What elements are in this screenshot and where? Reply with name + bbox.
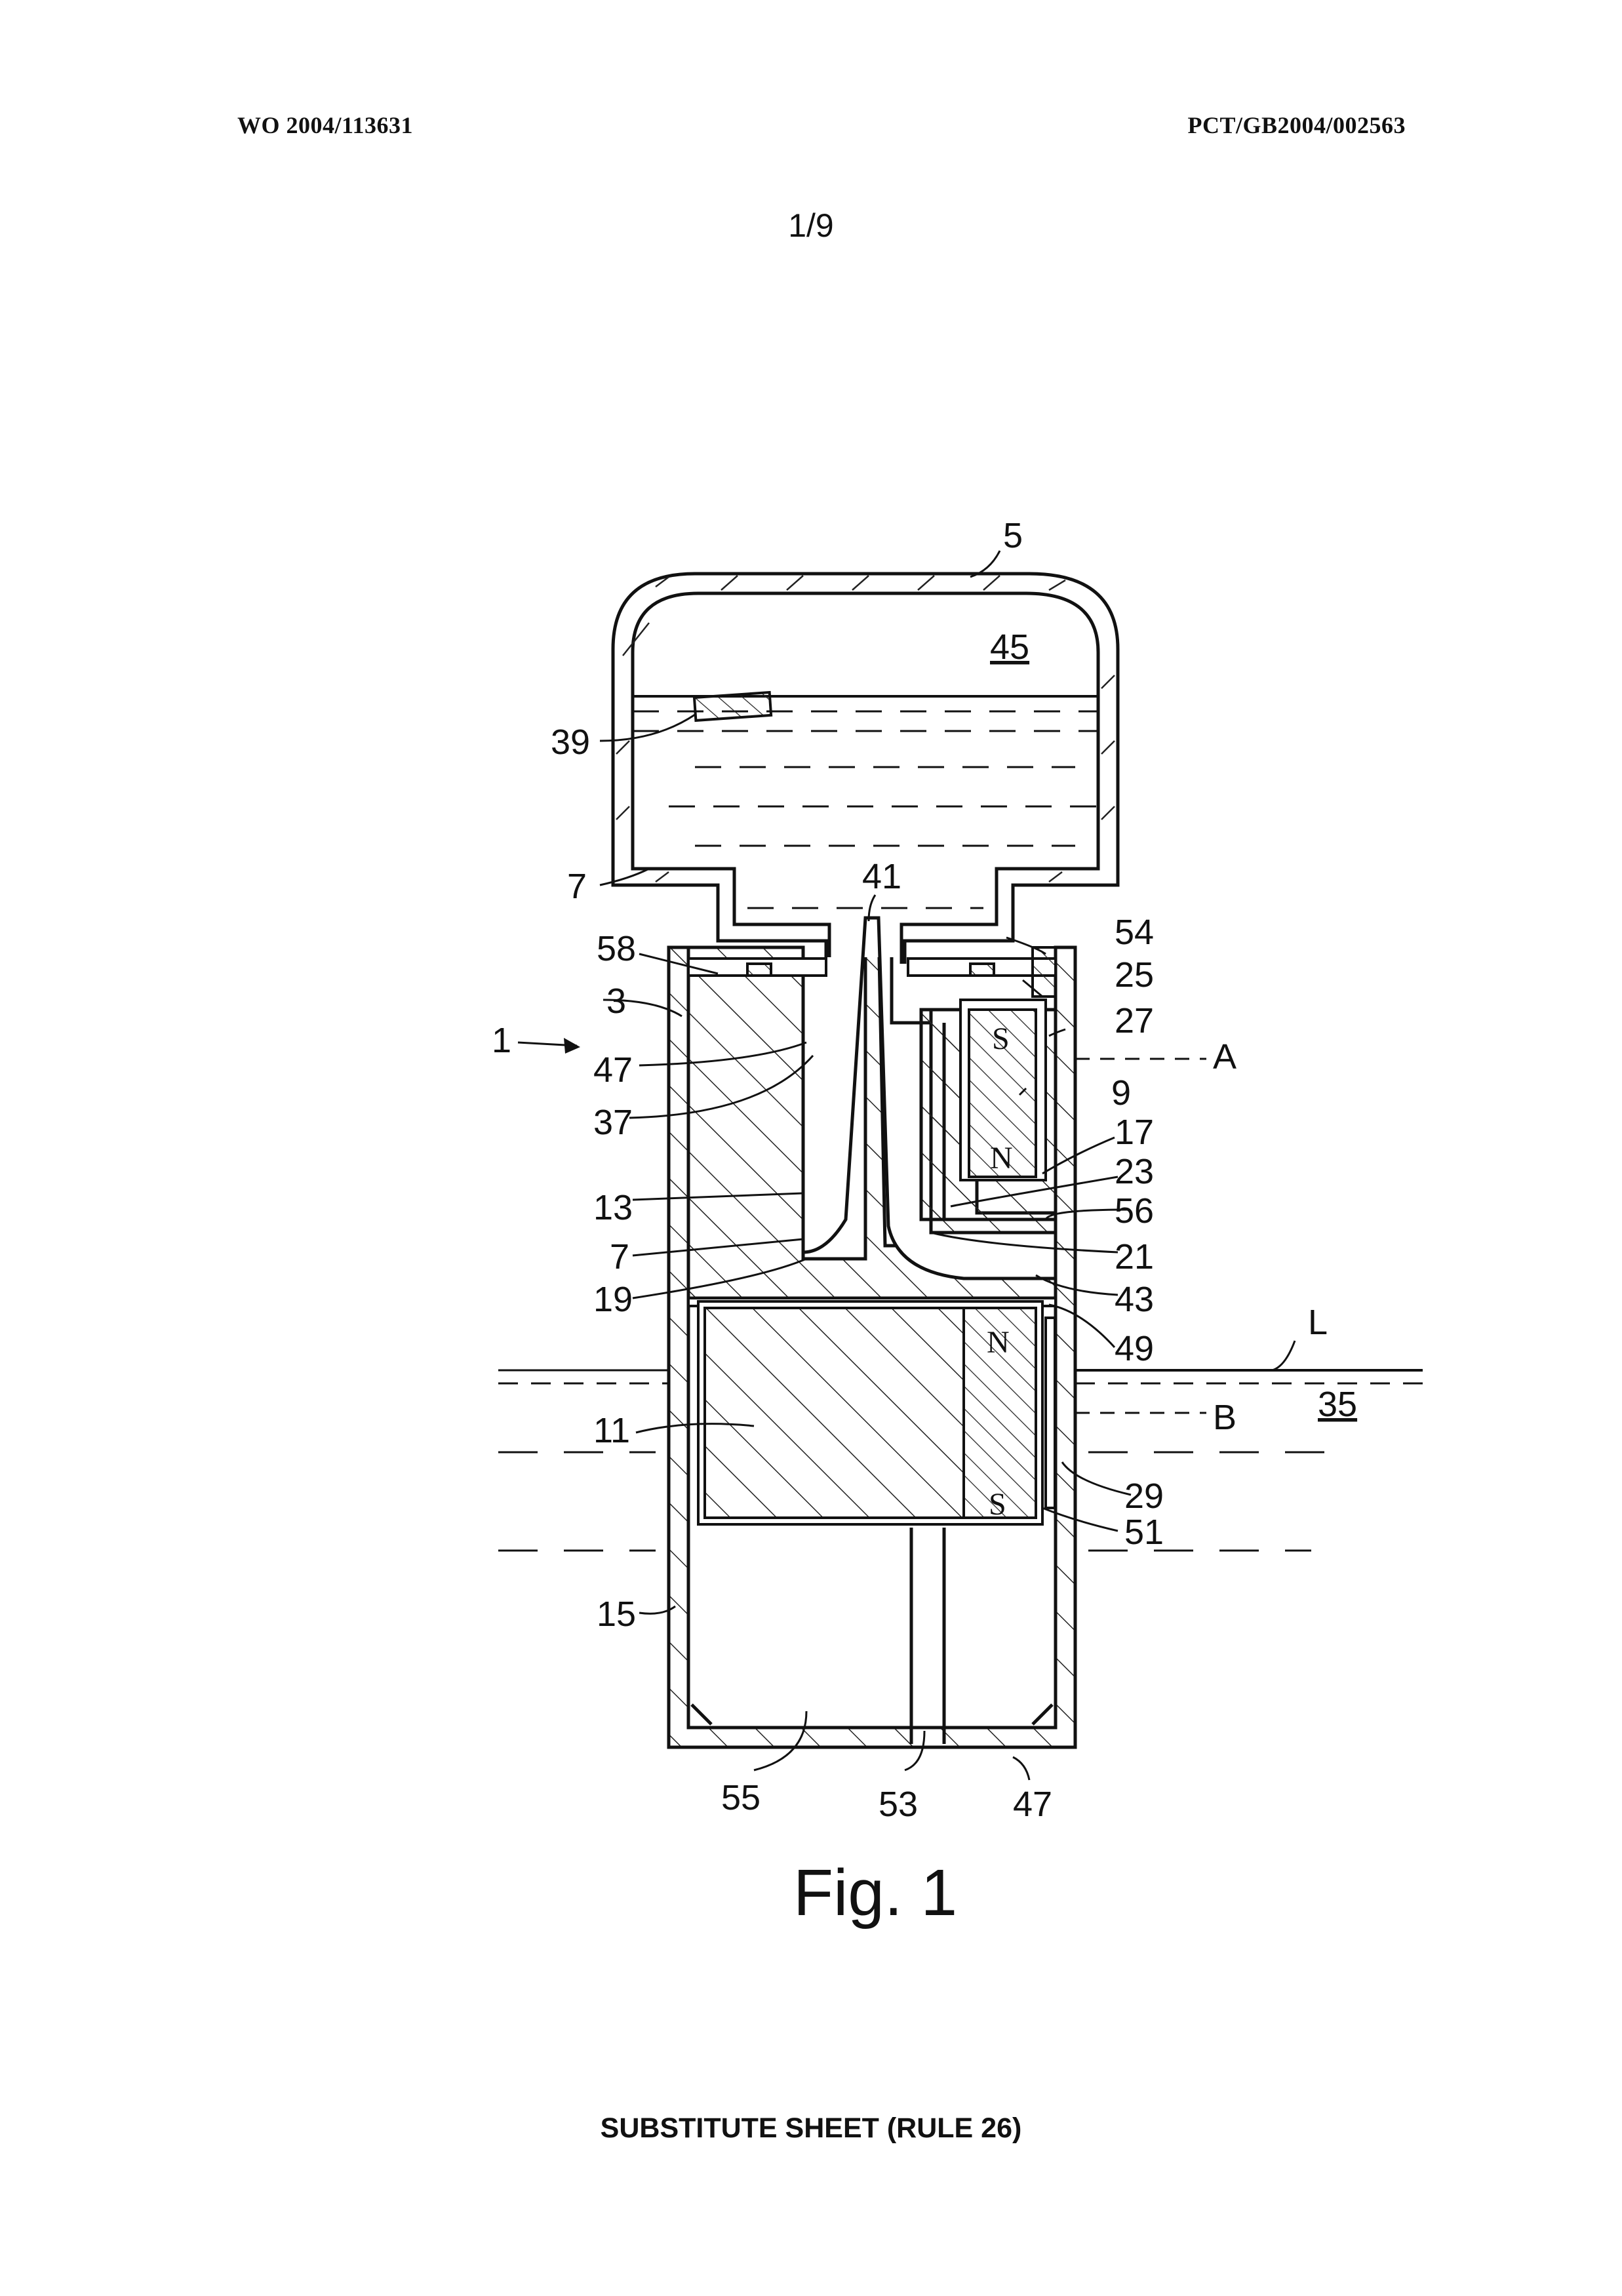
section-A: A — [1213, 1037, 1236, 1077]
ref-43: 43 — [1115, 1280, 1154, 1319]
ref-7b: 7 — [610, 1237, 629, 1277]
section-B: B — [1213, 1398, 1236, 1437]
ref-5: 5 — [1003, 516, 1023, 555]
pole-lower-n: N — [987, 1325, 1010, 1360]
arrow-1-head — [564, 1038, 580, 1054]
pole-upper-n: N — [990, 1141, 1013, 1176]
section-L: L — [1308, 1303, 1328, 1342]
ref-3: 3 — [606, 981, 626, 1021]
bottle-wall-hatch — [616, 576, 1115, 882]
ref-19: 19 — [593, 1280, 633, 1319]
ref-1: 1 — [492, 1021, 511, 1060]
ref-29: 29 — [1124, 1476, 1164, 1516]
ref-21: 21 — [1115, 1237, 1154, 1277]
ref-47b: 47 — [1013, 1785, 1052, 1824]
ref-13: 13 — [593, 1188, 633, 1227]
ref-56: 56 — [1115, 1191, 1154, 1231]
pole-lower-s: S — [989, 1487, 1006, 1522]
figure-caption: Fig. 1 — [793, 1855, 957, 1931]
ref-17: 17 — [1115, 1113, 1154, 1152]
ref-41: 41 — [862, 857, 901, 896]
lower-chamber — [692, 1528, 1052, 1744]
ref-9: 9 — [1111, 1073, 1131, 1113]
ref-51: 51 — [1124, 1513, 1164, 1552]
ref-45: 45 — [990, 627, 1029, 667]
ref-47a: 47 — [593, 1050, 633, 1090]
reservoir-bottle — [613, 574, 1118, 964]
ref-49: 49 — [1115, 1329, 1154, 1368]
ref-58: 58 — [597, 929, 636, 968]
ref-37: 37 — [593, 1103, 633, 1142]
ref-35: 35 — [1318, 1385, 1357, 1424]
ref-53: 53 — [879, 1785, 918, 1824]
ref-11: 11 — [593, 1411, 630, 1450]
ref-23: 23 — [1115, 1152, 1154, 1191]
ref-55: 55 — [721, 1778, 761, 1817]
ref-15: 15 — [597, 1594, 636, 1634]
footer-text: SUBSTITUTE SHEET (RULE 26) — [0, 2112, 1622, 2145]
ref-25: 25 — [1115, 955, 1154, 995]
ref-54: 54 — [1115, 913, 1154, 952]
ref-7a: 7 — [567, 867, 587, 906]
ref-27: 27 — [1115, 1001, 1154, 1040]
ref-39: 39 — [551, 722, 590, 762]
float-39 — [694, 692, 771, 721]
pole-upper-s: S — [992, 1021, 1010, 1056]
